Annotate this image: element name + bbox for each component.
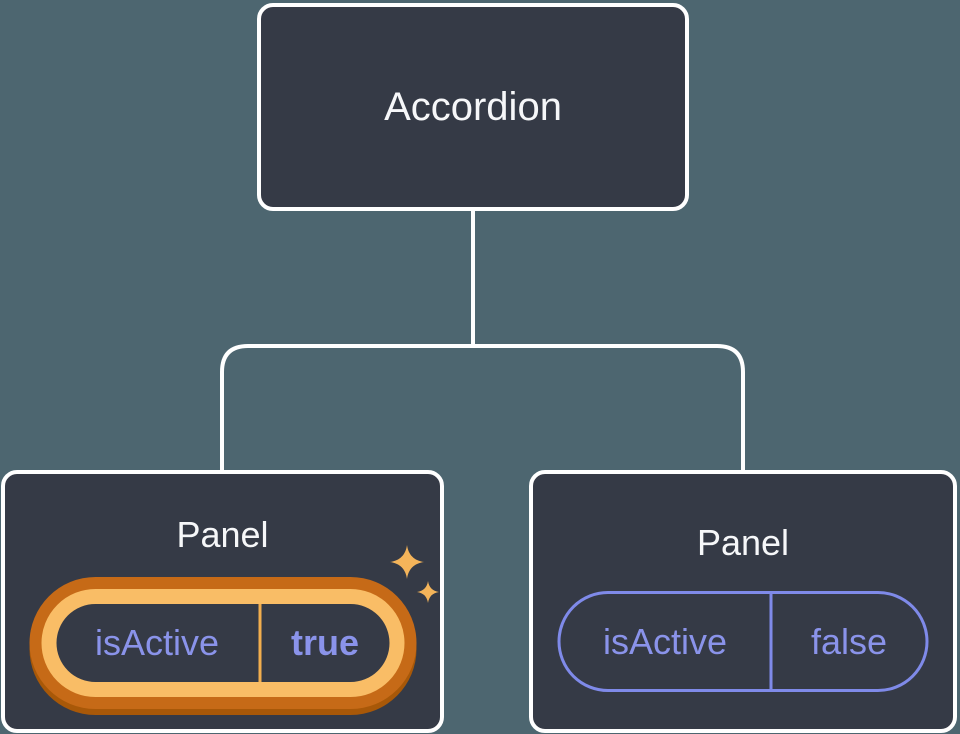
prop-name: isActive [602,620,728,662]
node-panel-active: Panel isActive true [1,470,444,733]
sparkle-small-icon [417,581,439,603]
tree-branch-line [220,344,745,474]
node-accordion-label: Accordion [384,85,562,129]
sparkle-icon [390,545,439,603]
pill-divider [258,604,261,682]
prop-value: false [810,620,888,662]
prop-name: isActive [94,622,220,663]
node-panel-active-label: Panel [176,514,269,555]
node-panel-inactive: Panel isActive false [529,470,957,733]
sparkle-large-icon [390,545,424,579]
node-panel-inactive-label: Panel [696,522,790,563]
node-accordion: Accordion [257,3,689,211]
prop-pill-inactive: isActive false [557,591,929,692]
pill-divider [769,594,773,689]
prop-pill-active: isActive true [41,589,404,697]
prop-value: true [290,622,359,663]
